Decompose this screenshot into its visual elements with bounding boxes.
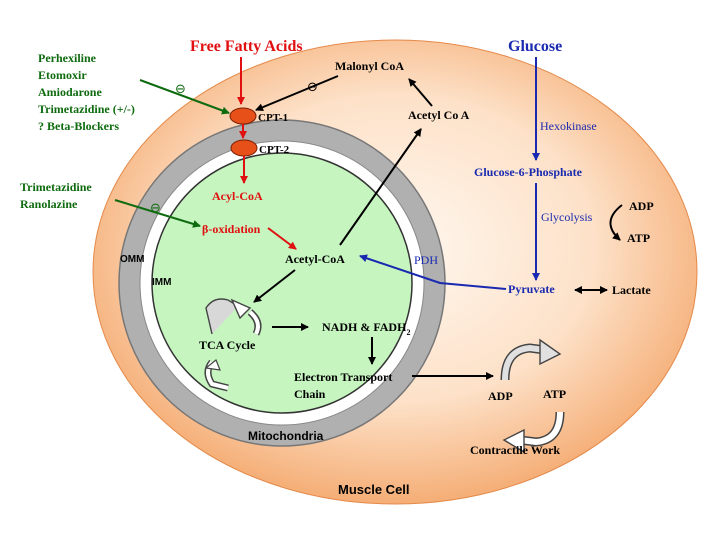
pdh-label: PDH xyxy=(414,253,438,267)
mitochondria-label: Mitochondria xyxy=(248,429,324,443)
pyruvate-to-acetylcoa-arrow xyxy=(359,254,507,290)
muscle-cell-label: Muscle Cell xyxy=(338,482,410,497)
inhibit-symbol-top: ⊖ xyxy=(175,81,186,96)
inhibitor-top-arrow xyxy=(139,79,230,115)
drug-etomoxir: Etomoxir xyxy=(38,68,87,82)
mito-acetyl-coa-label: Acetyl-CoA xyxy=(285,252,345,266)
glycolysis-atp-label: ATP xyxy=(627,231,650,245)
hexokinase-label: Hexokinase xyxy=(540,119,597,133)
glycolysis-adp-label: ADP xyxy=(629,199,654,213)
acyl-coa-label: Acyl-CoA xyxy=(212,189,263,203)
nadh-fadh-subscript: 2 xyxy=(406,328,410,337)
cpt2-label: CPT-2 xyxy=(259,144,290,156)
acetylcoa-to-malonyl-arrow xyxy=(408,78,433,107)
drug-trimetazidine-partial: Trimetazidine (+/-) xyxy=(38,102,135,116)
mito-acetylcoa-to-cytosol-arrow xyxy=(339,128,422,246)
inhibit-symbol-mid: ⊖ xyxy=(150,200,161,215)
glycolysis-label: Glycolysis xyxy=(541,210,593,224)
inhibit-symbol-malonyl: ⊖ xyxy=(307,79,318,94)
work-adp-label: ADP xyxy=(488,389,513,403)
beta-oxidation-to-acetylcoa-arrow xyxy=(267,227,297,250)
nadh-fadh-label: NADH & FADH2 xyxy=(322,320,410,337)
tca-cycle-arrows xyxy=(204,298,262,392)
tca-cycle-label: TCA Cycle xyxy=(199,338,256,352)
cpt1-ellipse xyxy=(229,107,257,125)
inhibitor-list-mid: Trimetazidine Ranolazine xyxy=(20,180,92,211)
etc-label-line1: Electron Transport xyxy=(294,370,392,384)
cpt1-label: CPT-1 xyxy=(258,112,288,124)
free-fatty-acids-title: Free Fatty Acids xyxy=(190,38,303,55)
nadh-fadh-main: NADH & FADH xyxy=(322,320,407,334)
acetyl-co-a-cytosol-label: Acetyl Co A xyxy=(408,108,470,122)
beta-oxidation-label: β-oxidation xyxy=(202,222,261,236)
malonyl-coa-label: Malonyl CoA xyxy=(335,59,404,73)
contractile-cycle-arrows xyxy=(500,338,565,454)
mitochondrial-matrix xyxy=(151,152,413,414)
acetylcoa-to-tca-arrow xyxy=(253,269,296,303)
omm-label: OMM xyxy=(120,254,144,265)
inhibitor-list-top: Perhexiline Etomoxir Amiodarone Trimetaz… xyxy=(38,51,135,133)
lactate-label: Lactate xyxy=(612,283,651,297)
malonyl-inhibit-arrow xyxy=(255,75,339,112)
adp-atp-curved-arrow xyxy=(609,204,623,241)
contractile-work-label: Contractile Work xyxy=(470,443,560,457)
cpt2-ellipse xyxy=(230,139,258,157)
inhibitor-mid-arrow xyxy=(114,199,201,228)
drug-beta-blockers: ? Beta-Blockers xyxy=(38,119,119,133)
etc-label-line2: Chain xyxy=(294,387,326,401)
pyruvate-label: Pyruvate xyxy=(508,282,555,296)
g6p-label: Glucose-6-Phosphate xyxy=(474,165,583,179)
drug-ranolazine: Ranolazine xyxy=(20,197,78,211)
imm-label: IMM xyxy=(152,277,171,288)
glucose-title: Glucose xyxy=(508,38,562,55)
drug-trimetazidine: Trimetazidine xyxy=(20,180,92,194)
drug-perhexiline: Perhexiline xyxy=(38,51,97,65)
drug-amiodarone: Amiodarone xyxy=(38,85,102,99)
work-atp-label: ATP xyxy=(543,387,566,401)
